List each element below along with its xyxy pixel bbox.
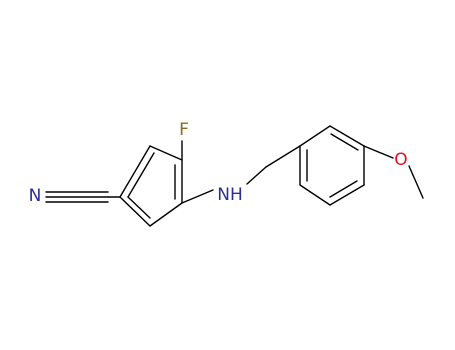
ring-to-oxygen-bond: [363, 145, 394, 159]
ether-oxygen-label: O: [394, 150, 407, 170]
nitrile-nitrogen-label: N: [29, 186, 42, 206]
ring2-bond-e: [299, 184, 331, 206]
amine-to-ch2-bond: [246, 166, 267, 185]
fluorine-label: F: [179, 120, 189, 140]
amine-label: NH: [217, 185, 243, 205]
ring1-bond-b: [149, 145, 183, 161]
ring1-bond-a: [119, 145, 151, 198]
ring2-bond-d-inner: [329, 180, 358, 198]
ring2-bond-b-inner: [330, 133, 359, 151]
ring2-bond-a: [299, 125, 331, 147]
ring1-bond-d: [149, 202, 183, 227]
ring2-bond-b: [329, 125, 365, 147]
ring-to-amine-bond: [181, 189, 214, 204]
ring2-bond-d: [329, 184, 365, 206]
ring1-bond-e-inner: [127, 196, 151, 219]
ring1-bond-e: [119, 196, 151, 227]
oxygen-to-methyl-bond: [408, 165, 424, 199]
atom-labels: N F NH O: [29, 120, 408, 206]
ch2-to-ring-bond: [265, 145, 301, 168]
ring1-bond-a-inner: [127, 152, 155, 198]
bonds: [45, 125, 424, 227]
